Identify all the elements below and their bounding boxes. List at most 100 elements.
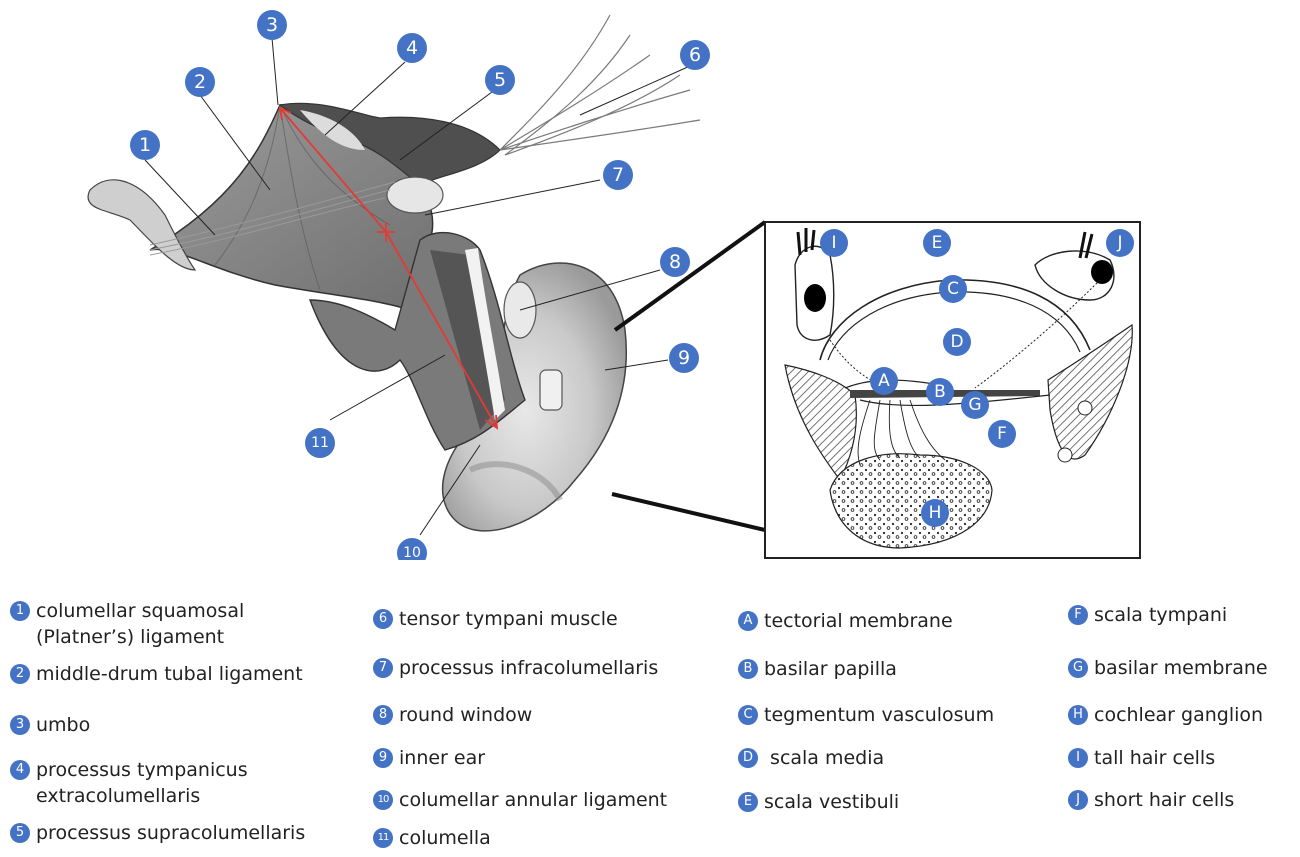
legend-label: short hair cells xyxy=(1094,787,1234,813)
legend-item-6: 6 tensor tympani muscle xyxy=(373,606,618,632)
legend-key: F xyxy=(1068,605,1088,625)
svg-text:A: A xyxy=(878,371,890,391)
callout-4: 4 xyxy=(397,33,427,63)
legend-item-9: 9 inner ear xyxy=(373,745,485,771)
tensor-tympani-fibers xyxy=(500,15,700,155)
legend-item-3: 3 umbo xyxy=(10,712,90,738)
legend-item-5: 5 processus supracolumellaris xyxy=(10,820,305,846)
svg-text:B: B xyxy=(934,382,946,402)
middle-ear-illustration xyxy=(88,15,700,535)
legend-label: tensor tympani muscle xyxy=(399,606,618,632)
callout-7: 7 xyxy=(603,160,633,190)
svg-text:6: 6 xyxy=(689,44,701,66)
callout-B: B xyxy=(926,378,954,406)
legend-item-D: D scala media xyxy=(738,745,884,771)
svg-text:5: 5 xyxy=(494,69,506,91)
svg-text:H: H xyxy=(929,503,942,523)
legend-key: 4 xyxy=(10,760,30,780)
legend-item-8: 8 round window xyxy=(373,702,532,728)
legend-key: C xyxy=(738,705,758,725)
legend-label: round window xyxy=(399,702,532,728)
svg-text:7: 7 xyxy=(612,164,624,186)
callout-3: 3 xyxy=(257,10,287,40)
legend-item-B: B basilar papilla xyxy=(738,656,897,682)
legend-label: inner ear xyxy=(399,745,485,771)
legend: 1 columellar squamosal (Platner’s) ligam… xyxy=(0,590,1300,855)
callout-D: D xyxy=(943,328,971,356)
legend-label: processus tympanicus extracolumellaris xyxy=(36,757,248,809)
legend-item-10: 10 columellar annular ligament xyxy=(373,787,667,813)
svg-text:F: F xyxy=(997,424,1007,444)
legend-key: B xyxy=(738,659,758,679)
callout-A: A xyxy=(870,367,898,395)
svg-text:1: 1 xyxy=(139,134,151,156)
callout-G: G xyxy=(961,391,989,419)
legend-key: 5 xyxy=(10,823,30,843)
svg-text:3: 3 xyxy=(266,14,278,36)
legend-item-A: A tectorial membrane xyxy=(738,608,953,634)
callout-1: 1 xyxy=(130,130,160,160)
callout-E: E xyxy=(923,229,951,257)
legend-label: umbo xyxy=(36,712,90,738)
legend-key: 2 xyxy=(10,664,30,684)
legend-key: I xyxy=(1068,748,1088,768)
svg-text:11: 11 xyxy=(311,435,329,451)
legend-label: scala tympani xyxy=(1094,602,1227,628)
svg-text:J: J xyxy=(1116,233,1122,253)
legend-key: 11 xyxy=(373,828,393,848)
legend-item-H: H cochlear ganglion xyxy=(1068,702,1263,728)
legend-key: 7 xyxy=(373,658,393,678)
callout-J: J xyxy=(1106,229,1134,257)
svg-text:D: D xyxy=(950,332,963,352)
legend-item-4: 4 processus tympanicus extracolumellaris xyxy=(10,757,248,809)
legend-key: J xyxy=(1068,790,1088,810)
legend-key: 10 xyxy=(373,790,393,810)
legend-item-7: 7 processus infracolumellaris xyxy=(373,655,658,681)
legend-item-11: 11 columella xyxy=(373,825,491,851)
legend-item-2: 2 middle-drum tubal ligament xyxy=(10,661,303,687)
legend-label: scala media xyxy=(764,745,884,771)
legend-item-I: I tall hair cells xyxy=(1068,745,1215,771)
legend-item-E: E scala vestibuli xyxy=(738,789,899,815)
legend-label: middle-drum tubal ligament xyxy=(36,661,303,687)
legend-key: 1 xyxy=(10,601,30,621)
legend-label: columellar squamosal (Platner’s) ligamen… xyxy=(36,598,244,650)
legend-key: 9 xyxy=(373,748,393,768)
legend-key: D xyxy=(738,748,758,768)
legend-label: processus supracolumellaris xyxy=(36,820,305,846)
legend-key: G xyxy=(1068,658,1088,678)
svg-text:4: 4 xyxy=(406,37,418,59)
svg-text:I: I xyxy=(831,233,836,253)
legend-label: tegmentum vasculosum xyxy=(764,702,994,728)
legend-label: columella xyxy=(399,825,491,851)
legend-label: columellar annular ligament xyxy=(399,787,667,813)
legend-item-C: C tegmentum vasculosum xyxy=(738,702,994,728)
svg-text:8: 8 xyxy=(669,251,681,273)
svg-text:9: 9 xyxy=(678,347,690,369)
legend-label: basilar papilla xyxy=(764,656,897,682)
callout-6: 6 xyxy=(680,40,710,70)
legend-key: 3 xyxy=(10,715,30,735)
legend-key: E xyxy=(738,792,758,812)
callout-C: C xyxy=(939,275,967,303)
callout-9: 9 xyxy=(669,343,699,373)
legend-key: 8 xyxy=(373,705,393,725)
legend-item-F: F scala tympani xyxy=(1068,602,1227,628)
callout-I: I xyxy=(820,229,848,257)
legend-key: H xyxy=(1068,705,1088,725)
ear-anatomy-diagram: 1 2 3 4 5 6 7 8 9 10 11 A B C D E F G H … xyxy=(0,0,1300,560)
legend-key: A xyxy=(738,611,758,631)
callout-H: H xyxy=(921,499,949,527)
callout-11: 11 xyxy=(305,428,335,458)
legend-item-1: 1 columellar squamosal (Platner’s) ligam… xyxy=(10,598,244,650)
svg-text:G: G xyxy=(968,395,981,415)
callout-5: 5 xyxy=(485,65,515,95)
svg-text:E: E xyxy=(932,233,943,253)
legend-label: processus infracolumellaris xyxy=(399,655,658,681)
legend-label: scala vestibuli xyxy=(764,789,899,815)
legend-label: cochlear ganglion xyxy=(1094,702,1263,728)
legend-item-G: G basilar membrane xyxy=(1068,655,1268,681)
legend-label: basilar membrane xyxy=(1094,655,1268,681)
callout-10: 10 xyxy=(397,538,427,560)
callout-F: F xyxy=(988,420,1016,448)
